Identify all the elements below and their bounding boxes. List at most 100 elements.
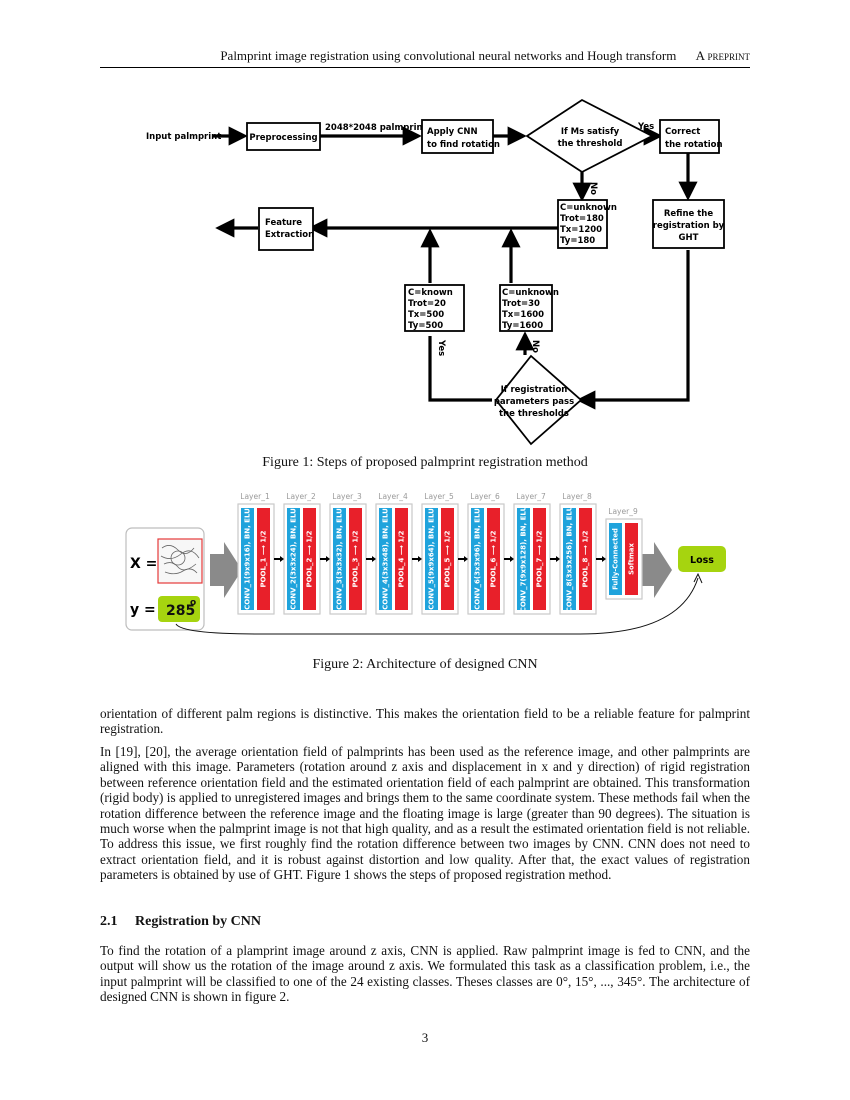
page-number: 3 [421, 1030, 429, 1045]
fc-correct-line2: the rotation [665, 140, 723, 150]
layer-label: Layer_5 [424, 492, 454, 501]
section-number: 2.1 [100, 914, 118, 929]
fc-cnn-line1: Apply CNN [427, 127, 478, 137]
pool-label: POOL_8 ⟶ 1/2 [582, 530, 590, 587]
layer-label: Layer_6 [470, 492, 500, 501]
fc-correct-line1: Correct [665, 127, 700, 137]
output-arrow [640, 542, 672, 598]
fc-decision-2 [494, 354, 583, 446]
x-label: X = [130, 556, 157, 572]
conv-label: CONV_1(9x9x16), BN, ELU [244, 508, 252, 610]
conv-label: CONV_2(3x3x24), BN, ELU [290, 508, 298, 610]
pool-label: POOL_1 ⟶ 1/2 [260, 530, 268, 587]
palmprint-thumbnail [157, 538, 203, 584]
pool-block [349, 508, 362, 610]
conv-label: CONV_6(3x3x96), BN, ELU [474, 508, 482, 610]
pool-block [487, 508, 500, 610]
fc-params-2-line1: C=known [408, 288, 453, 298]
layer-connector-head [418, 556, 422, 562]
fc-params-3-line4: Ty=1600 [502, 321, 543, 331]
fc-decision-1-line1: If Ms satisfy [561, 127, 620, 137]
fc-params-1-line3: Tx=1200 [560, 225, 602, 235]
conv-label: CONV_5(9x9x64), BN, ELU [428, 508, 436, 610]
section-heading: 2.1 Registration by CNN [100, 914, 261, 930]
layer-connector-head [556, 556, 560, 562]
conv-label: CONV_4(3x3x48), BN, ELU [382, 508, 390, 610]
fc-params-2-line4: Ty=500 [408, 321, 443, 331]
layer-connector-head [464, 556, 468, 562]
fc-yes-label-2: Yes [436, 339, 446, 356]
pool-label: POOL_6 ⟶ 1/2 [490, 530, 498, 587]
pool-block [533, 508, 546, 610]
pool-block [395, 508, 408, 610]
header-title: Palmprint image registration using convo… [220, 48, 677, 63]
conv-label: CONV_8(3x3x256), BN, ELU [566, 505, 574, 612]
fc-params-3-line1: C=unknown [502, 288, 559, 298]
conv-block [563, 508, 576, 610]
fc-params-1-line1: C=unknown [560, 203, 617, 213]
loss-label: Loss [690, 555, 714, 566]
fc-params-1-box [557, 199, 608, 249]
palmprint-texture [160, 545, 200, 575]
layer-label: Layer_3 [332, 492, 362, 501]
figure-1-caption: Figure 1: Steps of proposed palmprint re… [262, 455, 588, 470]
pool-label: POOL_3 ⟶ 1/2 [352, 530, 360, 587]
fc-no-label-1: No [588, 182, 598, 195]
pool-block [441, 508, 454, 610]
softmax-label: Softmax [628, 542, 636, 574]
paragraph-1: orientation of different palm regions is… [100, 706, 750, 737]
fc-preprocessing-box [246, 122, 321, 151]
y-value-badge [158, 596, 200, 622]
fc-decision-1 [525, 98, 654, 174]
section-title: Registration by CNN [135, 914, 261, 929]
fc-no-label-2: No [530, 340, 540, 353]
y-label: y = [130, 602, 156, 618]
fc-label: Fully-Connected [612, 528, 620, 590]
running-header: Palmprint image registration using convo… [100, 48, 750, 68]
conv-block [379, 508, 392, 610]
fc-decision-2-line2: parameters pass [494, 397, 574, 407]
fc-params-1-line4: Ty=180 [560, 236, 595, 246]
degree-mark: o [190, 598, 196, 608]
fc-params-3-box [499, 284, 553, 332]
figure-1-flowchart: Input palmprint Preprocessing 2048*2048 … [146, 98, 725, 446]
conv-block [517, 508, 530, 610]
fc-params-3-line2: Trot=30 [502, 299, 540, 309]
paragraph-3: To find the rotation of a plamprint imag… [100, 943, 750, 1005]
fc-correct-box [659, 119, 720, 154]
fc-decision-2-line3: the thresholds [499, 409, 569, 419]
fc-feature-line2: Extraction [265, 230, 314, 240]
paragraph-2: In [19], [20], the average orientation f… [100, 744, 750, 883]
layer-connector-head [280, 556, 284, 562]
fc-decision-1-line2: the threshold [558, 139, 623, 149]
conv-block [241, 508, 254, 610]
feedback-curve [175, 577, 699, 635]
y-value: 285 [166, 603, 195, 619]
conv-label: CONV_3(3x3x32), BN, ELU [336, 508, 344, 610]
fc-refine-line3: GHT [679, 233, 699, 243]
pool-label: POOL_2 ⟶ 1/2 [306, 530, 314, 587]
layer-label: Layer_8 [562, 492, 592, 501]
fc-edge-label: 2048*2048 palmprint [325, 123, 427, 133]
fc-block [609, 523, 622, 595]
fc-feature-line1: Feature [265, 218, 302, 228]
fc-cnn-line2: to find rotation [427, 140, 500, 150]
fc-input-label: Input palmprint [146, 132, 221, 142]
fc-cnn-box [421, 119, 494, 154]
header-tag: A preprint [695, 48, 750, 63]
softmax-block [625, 523, 638, 595]
fc-params-2-box [404, 284, 465, 332]
pool-label: POOL_5 ⟶ 1/2 [444, 530, 452, 587]
fc-params-1-line2: Trot=180 [560, 214, 604, 224]
fc-yes-label-1: Yes [637, 122, 654, 132]
layer-label: Layer_7 [516, 492, 546, 501]
feedback-arrowhead [693, 572, 703, 584]
fc-refine-line2: registration by [653, 221, 725, 231]
input-arrow [210, 542, 242, 598]
fc-params-3-line3: Tx=1600 [502, 310, 544, 320]
fc-feature-box [258, 207, 314, 251]
loss-box [678, 546, 726, 572]
fc-preprocessing-label: Preprocessing [249, 133, 317, 143]
